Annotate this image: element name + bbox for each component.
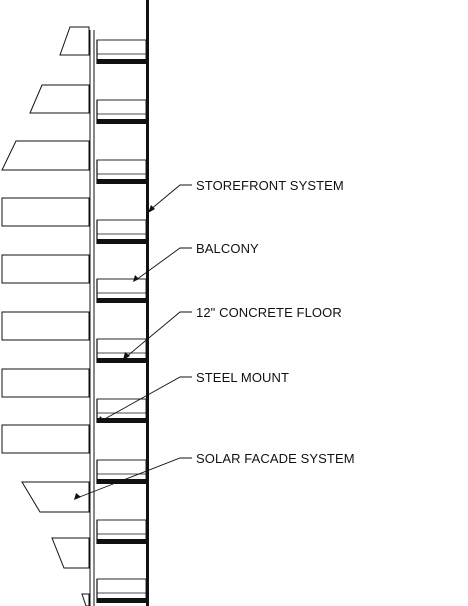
concrete-floor-slab bbox=[97, 418, 147, 423]
balcony-railing bbox=[96, 338, 147, 360]
solar-panel bbox=[29, 84, 90, 114]
arrowhead-solar bbox=[74, 493, 81, 500]
callout-storefront-system: STOREFRONT SYSTEM bbox=[196, 178, 344, 193]
solar-panel bbox=[59, 26, 90, 56]
leader-solar bbox=[76, 457, 192, 499]
structural-wall bbox=[146, 0, 149, 606]
balcony-railing bbox=[96, 278, 147, 300]
floor-unit bbox=[96, 519, 147, 544]
balcony-railing bbox=[96, 39, 147, 61]
floor-unit bbox=[96, 159, 147, 184]
solar-panel bbox=[21, 481, 90, 513]
arrowhead-storefront bbox=[148, 205, 155, 213]
concrete-floor-slab bbox=[97, 119, 147, 124]
leader-mount bbox=[100, 376, 192, 422]
solar-panel bbox=[1, 140, 90, 171]
floor-unit bbox=[96, 278, 147, 303]
callout-leaders bbox=[76, 184, 192, 499]
concrete-floor-slab bbox=[97, 539, 147, 544]
concrete-floor-slab bbox=[97, 298, 147, 303]
leader-storefront bbox=[149, 184, 192, 211]
leader-floor bbox=[125, 311, 192, 358]
balcony-railing bbox=[96, 519, 147, 541]
solar-panel bbox=[51, 537, 90, 569]
solar-panel bbox=[1, 197, 90, 227]
solar-panel bbox=[81, 593, 90, 606]
callout-balcony: BALCONY bbox=[196, 241, 259, 256]
balcony-railing bbox=[96, 159, 147, 181]
callout-steel-mount: STEEL MOUNT bbox=[196, 370, 289, 385]
floor-unit bbox=[96, 219, 147, 244]
concrete-floor-slab bbox=[97, 59, 147, 64]
balcony-railing bbox=[96, 219, 147, 241]
callout-arrowheads bbox=[74, 205, 155, 500]
floor-unit bbox=[96, 99, 147, 124]
arrowhead-balcony bbox=[133, 275, 139, 282]
concrete-floor-slab bbox=[97, 179, 147, 184]
concrete-floor-slab bbox=[97, 358, 147, 363]
balcony-railing bbox=[96, 578, 147, 600]
balcony-railing bbox=[96, 459, 147, 481]
solar-panels bbox=[1, 26, 90, 606]
concrete-floor-slab bbox=[97, 479, 147, 484]
floor-unit bbox=[96, 39, 147, 64]
arrowhead-mount bbox=[98, 416, 104, 423]
solar-panel bbox=[1, 311, 90, 341]
leader-balcony bbox=[135, 247, 192, 281]
balcony-railing bbox=[96, 398, 147, 420]
floor-units bbox=[96, 39, 147, 603]
floor-unit bbox=[96, 578, 147, 603]
floor-unit bbox=[96, 398, 147, 423]
concrete-floor-slab bbox=[97, 598, 147, 603]
callout-concrete-floor: 12" CONCRETE FLOOR bbox=[196, 305, 342, 320]
floor-unit bbox=[96, 338, 147, 363]
callout-solar-facade-system: SOLAR FACADE SYSTEM bbox=[196, 451, 355, 466]
balcony-railing bbox=[96, 99, 147, 121]
solar-panel bbox=[1, 424, 90, 454]
solar-panel bbox=[1, 368, 90, 398]
arrowhead-floor bbox=[123, 352, 130, 360]
mounting-rail bbox=[89, 30, 95, 606]
solar-panel bbox=[1, 254, 90, 284]
concrete-floor-slab bbox=[97, 239, 147, 244]
